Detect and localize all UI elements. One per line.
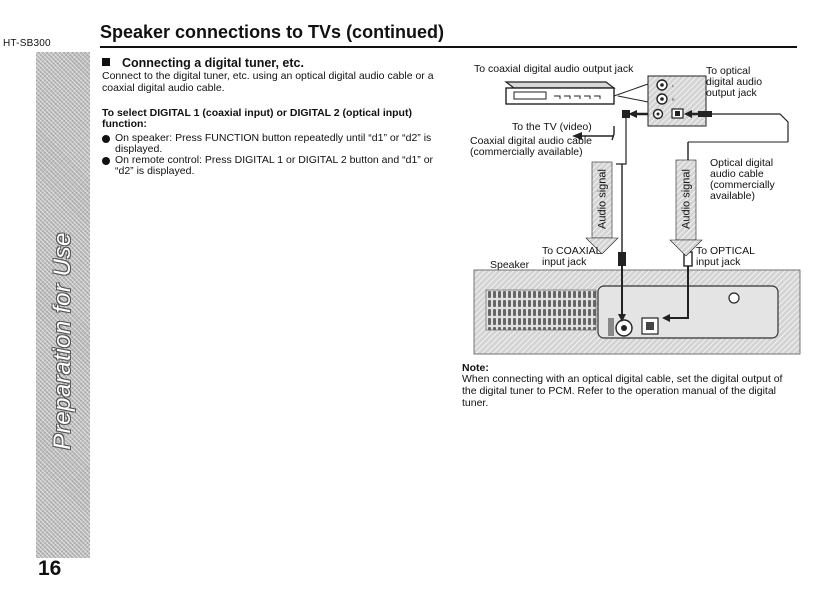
digital-tuner-icon — [504, 81, 616, 105]
page-title: Speaker connections to TVs (continued) — [100, 22, 445, 42]
page-number: 16 — [38, 557, 62, 580]
section-sidebar: Preparation for Use — [36, 52, 90, 558]
svg-text:L: L — [672, 84, 674, 88]
diagram-artwork: L R — [473, 75, 801, 355]
note-heading: Note: — [462, 362, 489, 374]
tuner-jack-panel: L R — [647, 75, 707, 127]
label-to-coaxial-input: To COAXIAL input jack — [542, 245, 602, 268]
list-item: On speaker: Press FUNCTION button repeat… — [102, 133, 442, 155]
label-to-optical-output: To optical digital audio output jack — [706, 65, 763, 99]
speaker-rear-icon — [473, 269, 801, 355]
section-heading: Connecting a digital tuner, etc. — [102, 56, 304, 70]
label-to-optical-input: To OPTICAL input jack — [696, 245, 755, 268]
label-audio-signal-coaxial: Audio signal — [596, 169, 609, 229]
select-function-heading: To select DIGITAL 1 (coaxial input) or D… — [102, 107, 412, 130]
note-text: When connecting with an optical digital … — [462, 373, 783, 409]
model-number: HT-SB300 — [3, 38, 51, 49]
label-coaxial-cable: Coaxial digital audio cable (commerciall… — [470, 135, 592, 158]
connection-diagram: L R — [462, 56, 802, 356]
sidebar-label: Preparation for Use — [49, 232, 77, 450]
instruction-list: On speaker: Press FUNCTION button repeat… — [102, 133, 442, 177]
title-rule — [100, 46, 797, 48]
svg-text:R: R — [672, 98, 675, 102]
label-audio-signal-optical: Audio signal — [680, 169, 693, 229]
label-optical-cable: Optical digital audio cable (commerciall… — [710, 157, 775, 202]
label-to-tv: To the TV (video) — [512, 121, 592, 133]
list-item: On remote control: Press DIGITAL 1 or DI… — [102, 155, 442, 177]
square-bullet-icon — [102, 58, 110, 66]
intro-paragraph: Connect to the digital tuner, etc. using… — [102, 70, 434, 94]
label-speaker: Speaker — [490, 259, 530, 271]
label-to-coaxial-output: To coaxial digital audio output jack — [474, 63, 634, 75]
